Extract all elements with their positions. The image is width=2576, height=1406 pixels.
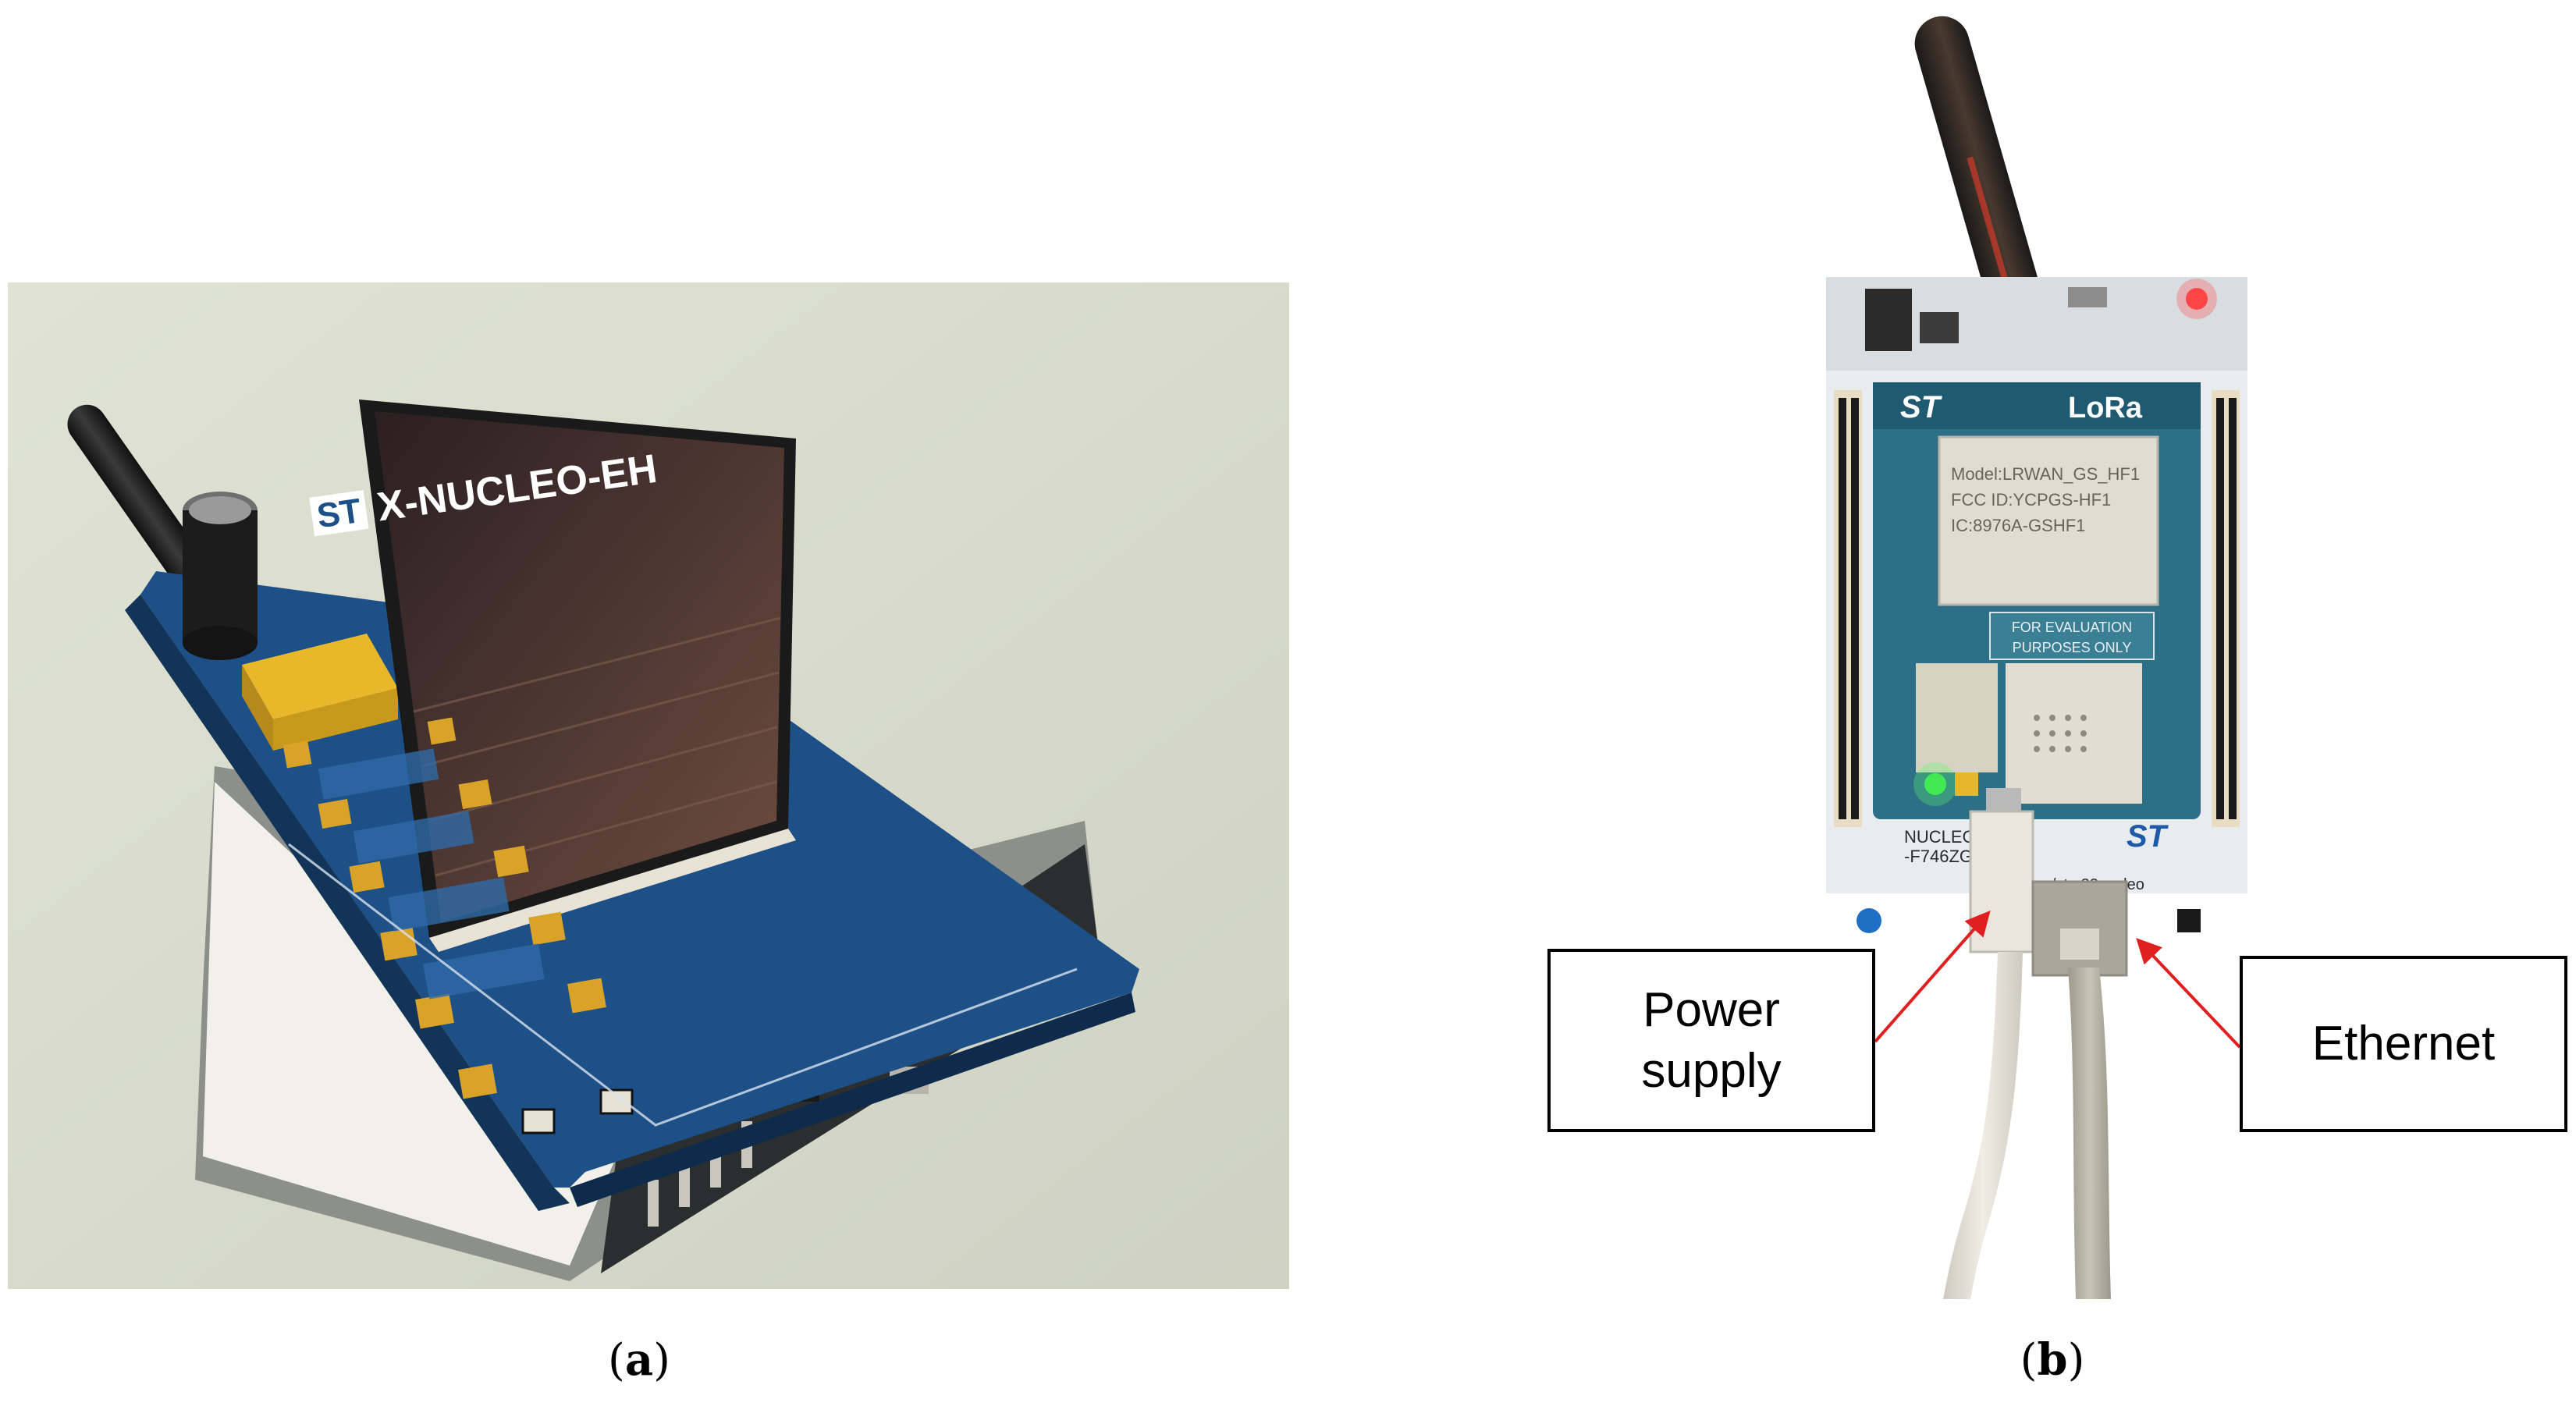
module-text-2: FCC ID:YCPGS-HF1 xyxy=(1951,490,2111,509)
nucleo-model-label: -F746ZG xyxy=(1904,847,1973,866)
st-logo-a: ST xyxy=(314,492,364,535)
lora-logo: LoRa xyxy=(2068,392,2143,424)
photo-a-illustration: ST X-NUCLEO-EH xyxy=(8,282,1289,1289)
power-supply-callout: Power supply xyxy=(1547,949,1875,1132)
module-text-1: Model:LRWAN_GS_HF1 xyxy=(1951,464,2140,484)
power-supply-line-2: supply xyxy=(1641,1043,1782,1098)
st-logo-b: ST xyxy=(1900,390,1943,424)
ethernet-arrow xyxy=(2136,938,2241,1049)
module-text-3: IC:8976A-GSHF1 xyxy=(1951,516,2085,535)
caption-b: (b) xyxy=(2020,1334,2085,1386)
st-logo-b2: ST xyxy=(2127,819,2169,854)
photo-b-illustration: ST LoRa Model:LRWAN_GS_HF1 FCC ID:YCPGS-… xyxy=(1826,16,2247,1299)
power-supply-arrow xyxy=(1874,910,1991,1043)
power-supply-line-1: Power xyxy=(1643,983,1780,1037)
eval-text-2: PURPOSES ONLY xyxy=(2013,640,2132,655)
ethernet-label: Ethernet xyxy=(2311,1017,2496,1071)
nucleo-label: NUCLEO xyxy=(1904,827,1976,847)
photo-panel-a: ST X-NUCLEO-EH xyxy=(8,282,1289,1289)
photo-panel-b: ST LoRa Model:LRWAN_GS_HF1 FCC ID:YCPGS-… xyxy=(1810,0,2263,1299)
caption-a: (a) xyxy=(607,1334,670,1386)
ethernet-callout: Ethernet xyxy=(2240,956,2567,1132)
eval-text-1: FOR EVALUATION xyxy=(2012,620,2132,635)
